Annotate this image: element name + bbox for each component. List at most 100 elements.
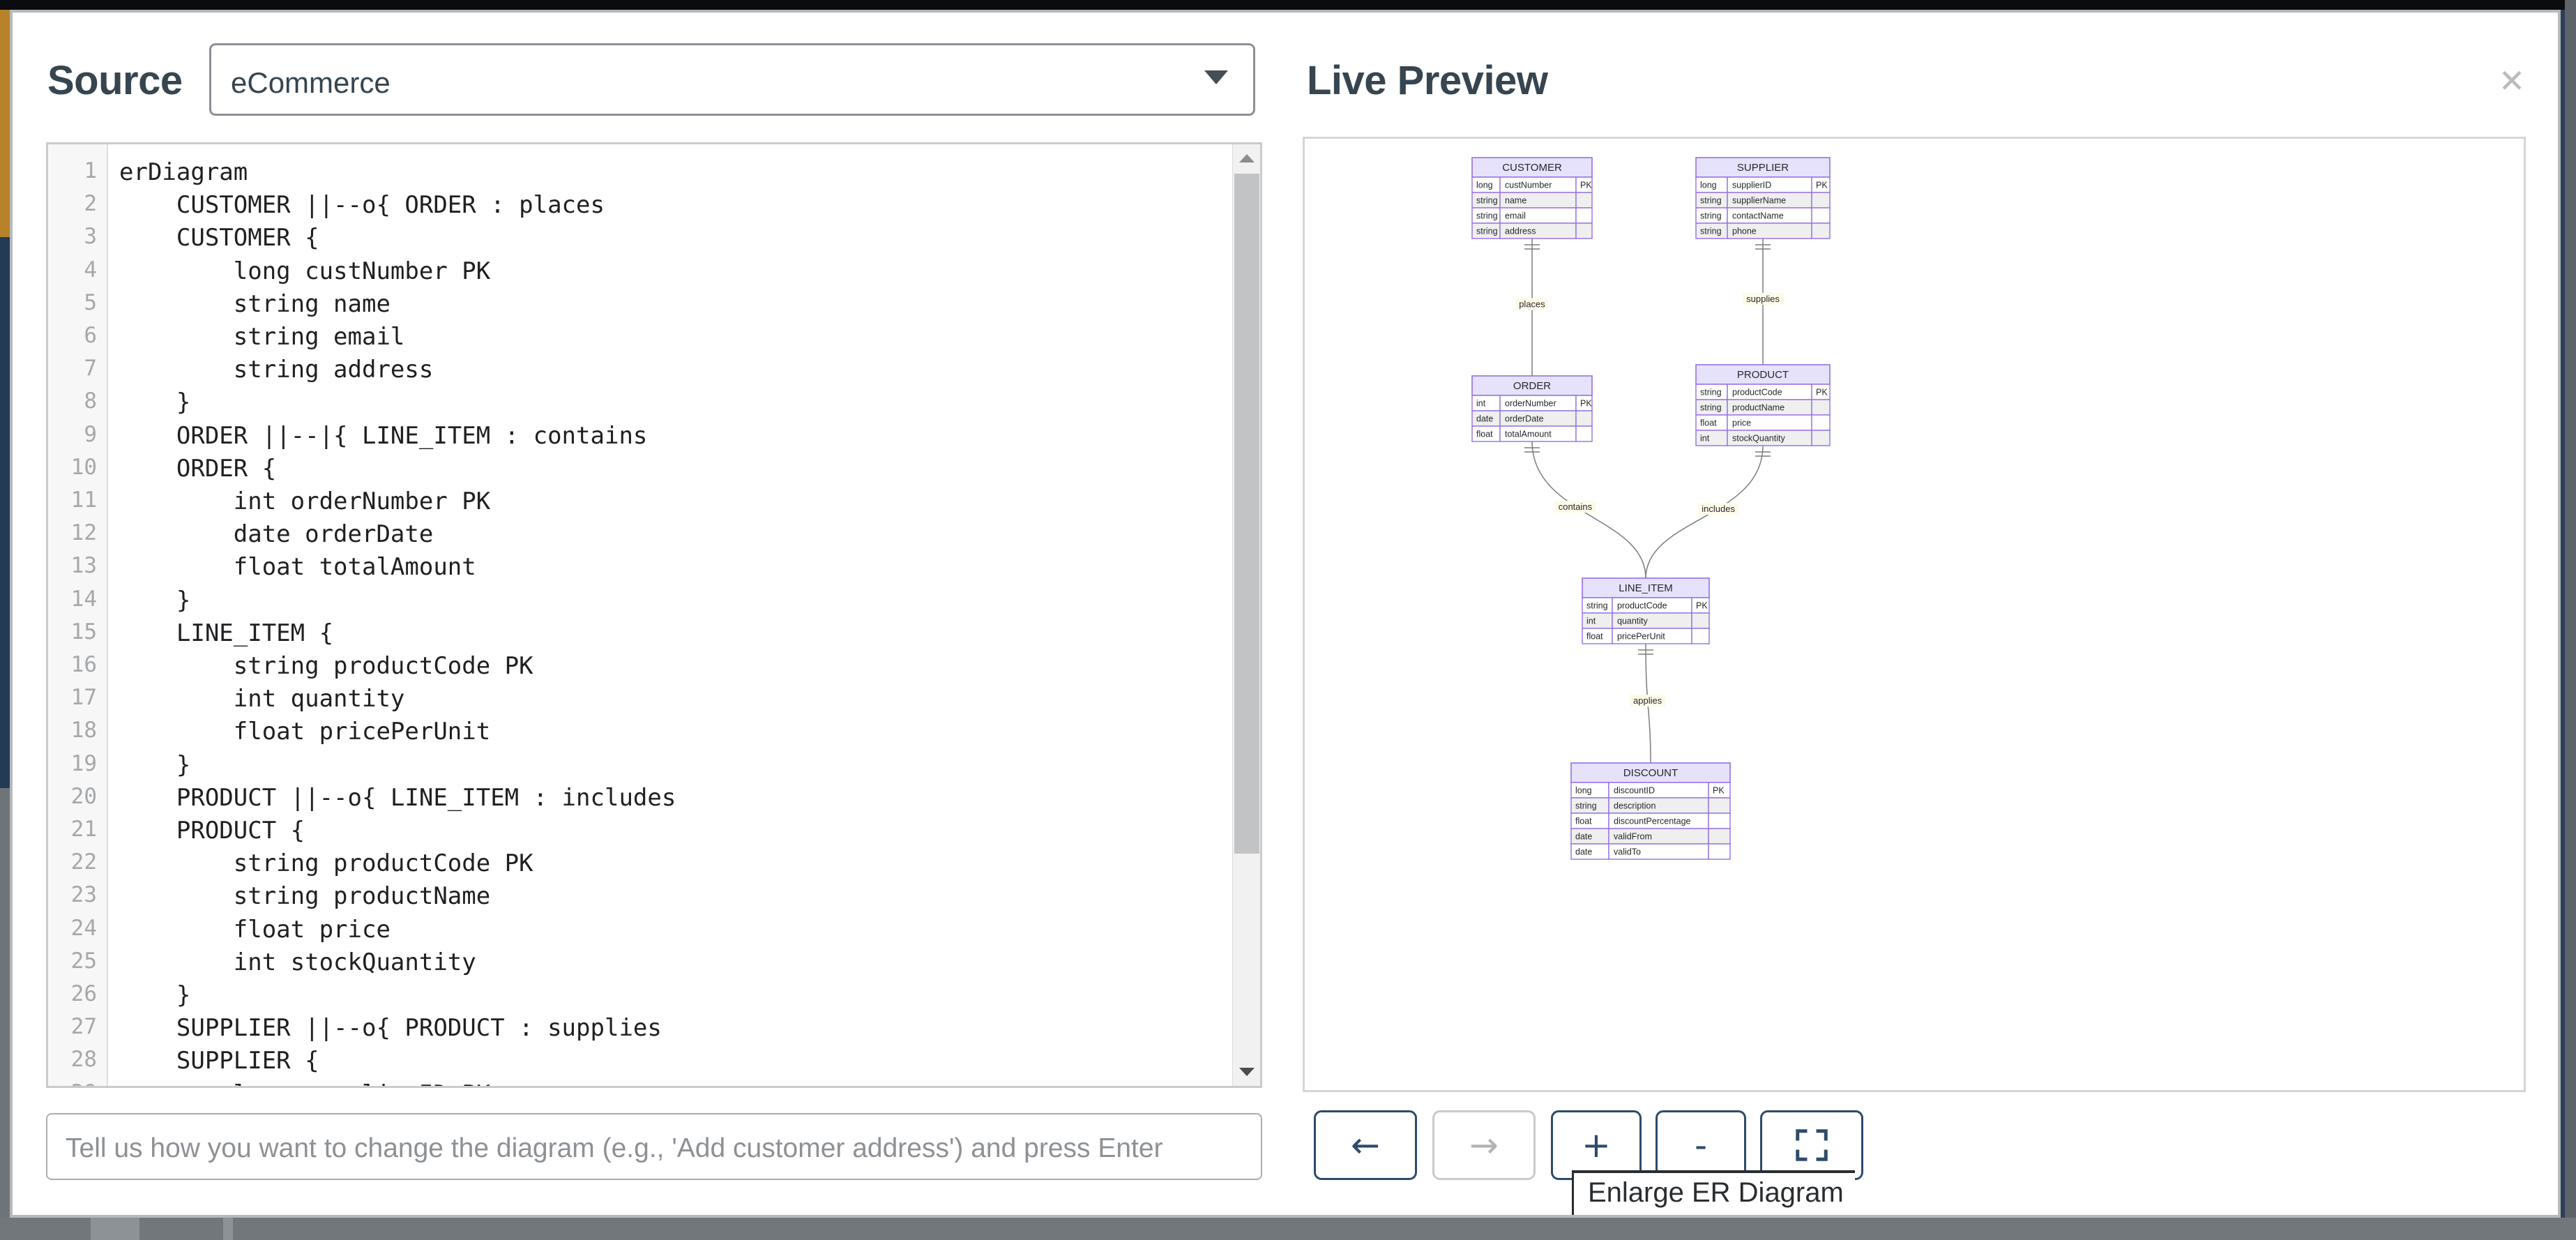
er-relationship-applies: applies [1629,643,1666,779]
attr-key-label: PK [1696,601,1708,611]
editor-line-number: 20 [70,783,97,809]
zoom-out-button[interactable]: - [1656,1110,1746,1180]
editor-code-line[interactable]: float pricePerUnit [119,718,491,746]
editor-code-line[interactable]: ORDER { [119,454,277,483]
editor-code-line[interactable]: string name [119,289,391,318]
editor-code-area[interactable]: erDiagram CUSTOMER ||--o{ ORDER : places… [114,144,1229,1086]
attr-type-label: string [1476,227,1498,236]
editor-line-number: 6 [84,323,97,348]
entity-attr-cell [1708,843,1731,860]
redo-button: → [1432,1110,1536,1180]
editor-code-line[interactable]: float price [119,915,391,944]
editor-vertical-scrollbar[interactable] [1232,144,1260,1086]
editor-code-line[interactable]: string address [119,356,434,384]
editor-code-line[interactable]: string productCode PK [119,652,533,680]
er-diagram-svg: appliesincludescontainssuppliesplacesCUS… [1471,157,1831,860]
editor-line-number: 27 [70,1014,97,1040]
entity-header-box [1695,157,1831,178]
attr-name-label: productName [1732,403,1785,413]
fullscreen-tooltip: Enlarge ER Diagram [1572,1170,1855,1215]
editor-code-line[interactable]: int orderNumber PK [119,487,491,515]
editor-line-number: 5 [84,289,97,315]
editor-line-number: 10 [70,454,97,480]
zoom-out-icon: - [1694,1125,1708,1165]
zoom-in-button[interactable]: + [1551,1110,1642,1180]
entity-name-label: DISCOUNT [1623,767,1678,779]
undo-button[interactable]: ← [1314,1110,1417,1180]
editor-code-line[interactable]: PRODUCT { [119,817,305,845]
diagram-change-prompt-input[interactable]: Tell us how you want to change the diagr… [46,1113,1262,1180]
scrollbar-thumb[interactable] [1234,174,1259,854]
editor-line-number: 14 [70,586,97,612]
attr-name-label: supplierName [1732,196,1786,206]
editor-code-line[interactable]: LINE_ITEM { [119,619,334,647]
relationship-label: applies [1633,695,1662,706]
attr-type-label: long [1476,181,1493,190]
relationship-label: contains [1559,501,1593,512]
editor-code-line[interactable]: } [119,388,191,417]
editor-code-line[interactable]: ORDER ||--|{ LINE_ITEM : contains [119,421,648,450]
source-select[interactable]: eCommerce [209,43,1255,116]
entity-name-label: LINE_ITEM [1619,582,1673,594]
editor-code-line[interactable]: long custNumber PK [119,257,491,285]
attr-name-label: discountID [1614,786,1655,796]
editor-code-line[interactable]: SUPPLIER { [119,1047,319,1075]
editor-code-line[interactable]: date orderDate [119,520,434,549]
attr-name-label: custNumber [1505,181,1552,190]
editor-line-number: 8 [84,388,97,414]
attr-type-label: float [1586,632,1603,642]
attr-type-label: string [1476,211,1498,221]
editor-code-line[interactable]: } [119,750,191,779]
editor-code-line[interactable]: SUPPLIER ||--o{ PRODUCT : supplies [119,1014,662,1043]
entity-attr-cell [1575,425,1593,442]
editor-code-line[interactable]: int quantity [119,685,405,713]
editor-line-number: 12 [70,520,97,546]
entity-header-box [1570,762,1731,783]
editor-line-number: 29 [71,1080,97,1086]
entity-name-label: CUSTOMER [1502,162,1562,174]
entity-attr-cell [1708,812,1731,829]
relationship-label-bg [1516,298,1548,310]
redo-icon: → [1469,1125,1499,1165]
editor-code-line[interactable]: float totalAmount [119,553,476,582]
editor-line-number: 11 [70,487,97,513]
editor-code-line[interactable]: long supplierID PK [119,1080,490,1086]
editor-code-line[interactable]: string productCode PK [119,849,533,878]
editor-line-number: 25 [70,948,97,974]
attr-type-label: int [1700,434,1710,444]
editor-code-line[interactable]: PRODUCT ||--o{ LINE_ITEM : includes [119,783,676,812]
attr-type-label: date [1575,847,1592,857]
entity-name-label: SUPPLIER [1737,162,1789,174]
editor-code-line[interactable]: string productName [119,882,491,911]
editor-code-line[interactable]: erDiagram [119,158,248,186]
editor-line-number: 16 [70,652,97,677]
editor-line-number: 23 [70,882,97,908]
editor-line-number: 2 [84,191,97,217]
attr-name-label: stockQuantity [1732,434,1785,444]
attr-name-label: supplierID [1732,181,1771,190]
scroll-down-arrow-icon[interactable] [1233,1058,1260,1086]
editor-code-line[interactable]: } [119,981,191,1009]
editor-code-line[interactable]: CUSTOMER ||--o{ ORDER : places [119,191,605,220]
entity-header-box [1471,157,1593,178]
editor-code-line[interactable]: int stockQuantity [119,948,476,976]
editor-code-line[interactable]: CUSTOMER { [119,224,319,252]
zoom-in-icon: + [1582,1125,1611,1165]
attr-type-label: string [1700,196,1722,206]
editor-code-line[interactable]: string email [119,323,405,351]
close-icon[interactable]: ✕ [2498,63,2526,99]
fullscreen-button[interactable] [1760,1110,1863,1180]
attr-type-label: float [1476,430,1493,439]
editor-code-line[interactable]: } [119,586,191,614]
scroll-up-arrow-icon[interactable] [1233,144,1260,172]
